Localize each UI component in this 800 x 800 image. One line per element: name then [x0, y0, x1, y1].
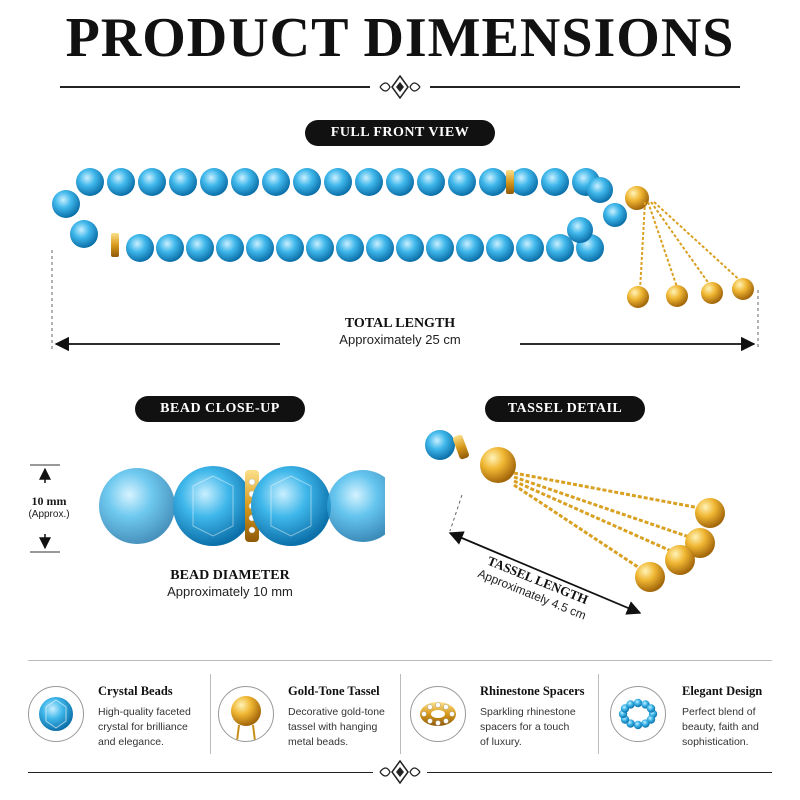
bracelet-bead — [70, 220, 98, 248]
bracelet-bead — [52, 190, 80, 218]
bracelet-bead — [426, 234, 454, 262]
feature-title: Crystal Beads — [98, 684, 173, 698]
feature-title: Elegant Design — [682, 684, 763, 698]
feature-desc-line: beauty, faith and — [682, 721, 759, 733]
crystal-bead-icon — [28, 686, 84, 742]
features-row: Crystal Beads High-quality faceted cryst… — [28, 674, 772, 754]
bracelet-bead — [516, 234, 544, 262]
bracelet-spacer — [506, 170, 514, 194]
title-rule-left — [60, 86, 370, 88]
bracelet-bead — [200, 168, 228, 196]
feature-desc-line: crystal for brilliance — [98, 721, 188, 733]
prayer-beads-icon — [610, 686, 666, 742]
feature-desc-line: spacers for a touch — [480, 721, 570, 733]
bead-size-readout: 10 mm (Approx.) — [14, 494, 84, 520]
bracelet-bead — [546, 234, 574, 262]
feature-desc-line: Decorative gold-tone — [288, 706, 385, 718]
bottom-rule-left — [28, 772, 373, 773]
feature-divider — [210, 674, 211, 754]
feature-desc-line: sophistication. — [682, 736, 749, 748]
feature-divider — [400, 674, 401, 754]
bracelet-bead — [231, 168, 259, 196]
bracelet-bead — [386, 168, 414, 196]
bracelet-bead — [486, 234, 514, 262]
bracelet-bead — [186, 234, 214, 262]
bracelet-bead — [603, 203, 627, 227]
bracelet-bead — [169, 168, 197, 196]
tassel-detail-label: TASSEL DETAIL — [485, 396, 645, 422]
feature-title: Gold-Tone Tassel — [288, 684, 380, 698]
feature-desc-line: Perfect blend of — [682, 706, 756, 718]
bracelet-bead — [336, 234, 364, 262]
bracelet-bead — [366, 234, 394, 262]
feature-desc-line: High-quality faceted — [98, 706, 191, 718]
bracelet-bead — [76, 168, 104, 196]
feature-desc-line: tassel with hanging — [288, 721, 378, 733]
title-rule-right — [430, 86, 740, 88]
full-bracelet-image — [52, 168, 754, 308]
bracelet-bead — [246, 234, 274, 262]
bracelet-bead — [156, 234, 184, 262]
bracelet-bead — [216, 234, 244, 262]
total-length-caption: TOTAL LENGTH Approximately 25 cm — [280, 316, 520, 356]
bracelet-bead — [567, 217, 593, 243]
feature-divider — [598, 674, 599, 754]
feature-rhinestone-spacers: Rhinestone Spacers Sparkling rhinestone … — [480, 684, 600, 750]
bracelet-bead — [396, 234, 424, 262]
bead-size-note: (Approx.) — [28, 509, 70, 520]
features-top-rule — [28, 660, 772, 661]
bracelet-bead — [417, 168, 445, 196]
feature-desc-line: of luxury. — [480, 736, 522, 748]
mini-bracelet-bead — [633, 720, 643, 730]
total-length-title: TOTAL LENGTH — [344, 316, 456, 331]
bracelet-bead — [456, 234, 484, 262]
feature-desc-line: metal beads. — [288, 736, 349, 748]
bracelet-bead — [306, 234, 334, 262]
mini-bracelet-bead — [646, 704, 656, 713]
bracelet-bead — [541, 168, 569, 196]
feature-elegant-design: Elegant Design Perfect blend of beauty, … — [682, 684, 774, 750]
feature-gold-tassel: Gold-Tone Tassel Decorative gold-tone ta… — [288, 684, 403, 750]
bead-size-value: 10 mm — [31, 494, 67, 508]
mini-bracelet-bead — [633, 698, 643, 708]
bead-diameter-title: BEAD DIAMETER — [170, 568, 290, 583]
tassel-closeup-image — [425, 430, 725, 615]
mini-bracelet-bead — [626, 700, 635, 709]
bracelet-bead — [276, 234, 304, 262]
bead-size-arrow — [30, 464, 60, 553]
gold-tassel-icon — [218, 686, 274, 742]
ornament-icon — [379, 74, 421, 100]
bottom-rule-right — [427, 772, 772, 773]
bracelet-bead — [587, 177, 613, 203]
bracelet-bead — [479, 168, 507, 196]
bracelet-bead — [262, 168, 290, 196]
mini-bracelet-bead — [641, 719, 650, 728]
bracelet-spacer — [111, 233, 119, 257]
bracelet-bead — [126, 234, 154, 262]
feature-desc-line: Sparkling rhinestone — [480, 706, 576, 718]
bracelet-bead — [324, 168, 352, 196]
page-title: PRODUCT DIMENSIONS — [65, 7, 735, 69]
full-front-view-label: FULL FRONT VIEW — [305, 120, 495, 146]
rhinestone-spacer-icon — [410, 686, 466, 742]
bracelet-bead — [107, 168, 135, 196]
bead-diameter-caption: BEAD DIAMETER Approximately 10 mm — [130, 568, 330, 599]
bead-closeup-label: BEAD CLOSE-UP — [135, 396, 305, 422]
bracelet-bead — [293, 168, 321, 196]
bead-closeup-image — [99, 466, 385, 546]
bracelet-bead — [138, 168, 166, 196]
bracelet-bead — [355, 168, 383, 196]
bracelet-bead — [448, 168, 476, 196]
feature-desc-line: and elegance. — [98, 736, 164, 748]
feature-crystal-beads: Crystal Beads High-quality faceted cryst… — [98, 684, 208, 750]
feature-title: Rhinestone Spacers — [480, 684, 585, 698]
bead-diameter-value: Approximately 10 mm — [167, 584, 293, 599]
bracelet-bead — [510, 168, 538, 196]
total-length-value: Approximately 25 cm — [339, 332, 461, 347]
ornament-icon — [379, 759, 421, 785]
